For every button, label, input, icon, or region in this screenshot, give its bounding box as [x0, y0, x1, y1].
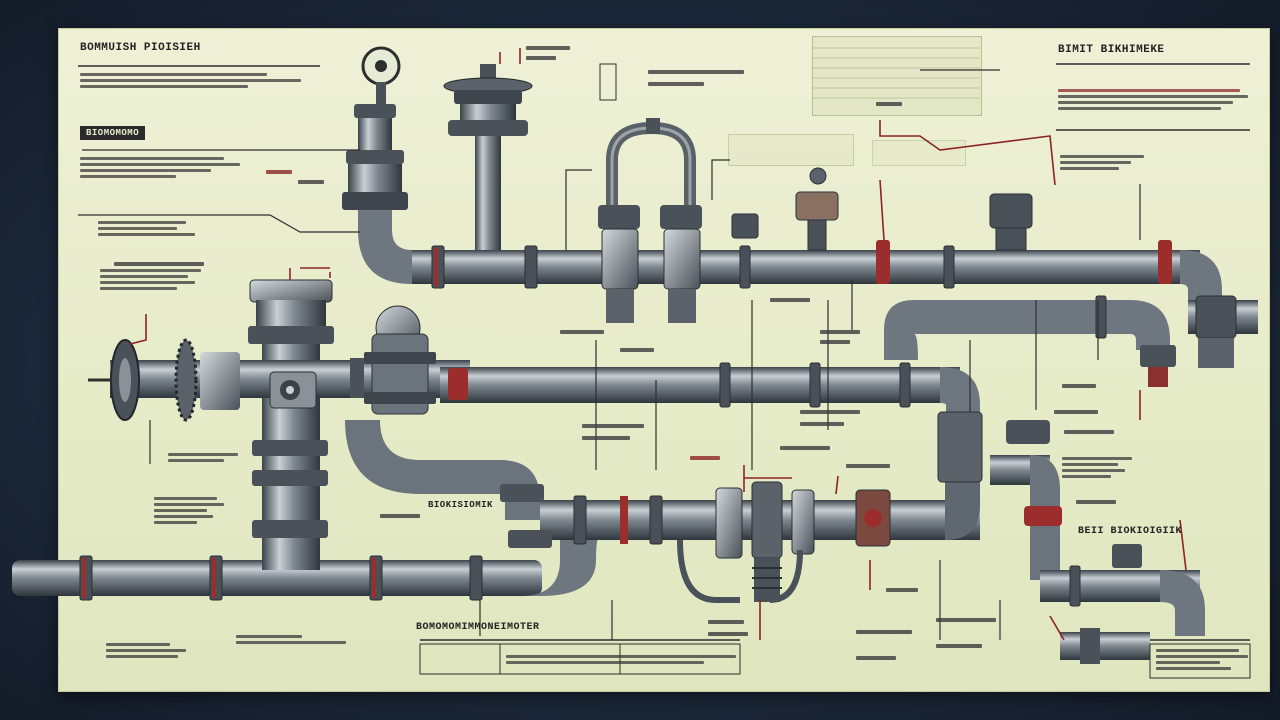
- bottom-center-title: BOMOMOMIMMONEIMOTER: [416, 622, 540, 633]
- callout-tag: [648, 82, 704, 86]
- pump-icon: [677, 481, 891, 603]
- callout-tag: [620, 348, 654, 352]
- red-flange-accents: [82, 240, 1172, 598]
- pipe-mid-long: [440, 367, 960, 403]
- spec-text-block: [98, 218, 208, 239]
- callout-tag: [820, 340, 850, 344]
- callout-tag: [298, 180, 324, 184]
- spec-text-block: [106, 640, 186, 661]
- pipe-elbow: [1160, 570, 1205, 636]
- pipe-s-bend: [345, 420, 540, 520]
- spec-text-block: [168, 450, 238, 465]
- callout-tag: [114, 262, 204, 266]
- control-valve-icon: [598, 205, 702, 323]
- callout-tag: [886, 588, 918, 592]
- callout-tag: [1064, 430, 1114, 434]
- callout-tag: [1062, 384, 1096, 388]
- callout-tag: [800, 422, 844, 426]
- callout-tag: [648, 70, 744, 74]
- callout-tag: [876, 102, 902, 106]
- callout-tag: [526, 46, 570, 50]
- callout-tag: [380, 514, 420, 518]
- callout-tag: [770, 298, 810, 302]
- spec-text-block: [506, 652, 736, 667]
- spec-text-block: [236, 632, 346, 647]
- callout-tag: [800, 410, 860, 414]
- callout-tag: [708, 632, 748, 636]
- callout-tag: [582, 424, 644, 428]
- spec-text-block: [80, 70, 320, 91]
- spec-text-block: [80, 154, 240, 181]
- faded-panel: [728, 134, 854, 166]
- spec-text-block: [1156, 646, 1248, 673]
- callout-tag: [936, 644, 982, 648]
- callout-tag: [708, 620, 744, 624]
- spec-text-block: [1062, 454, 1132, 481]
- right-mid-label: BEII BIOKIOIGIIK: [1078, 526, 1183, 537]
- pipe-top-main: [410, 250, 1200, 284]
- dark-leader-lines: [78, 69, 1141, 640]
- callout-tag: [780, 446, 830, 450]
- spec-text-block: [1060, 152, 1144, 173]
- pressure-gauge-icon: [342, 46, 408, 210]
- leader-lines: [129, 48, 1187, 641]
- callout-tag: [856, 656, 896, 660]
- pipe-upper-right: [884, 300, 1170, 360]
- callout-tag: [820, 330, 860, 334]
- callout-tag: [936, 618, 996, 622]
- lower-mid-label: BIOKISIOMIK: [428, 500, 493, 510]
- pipe-bottom-main: [12, 560, 542, 596]
- callout-tag: [1054, 410, 1098, 414]
- top-right-title: BIMIT BIKHIMEKE: [1058, 44, 1165, 56]
- faded-panel: [872, 140, 966, 166]
- spec-text-block: [1058, 86, 1248, 113]
- sheet-title: BOMMUISH PIOISIEH: [80, 42, 201, 54]
- control-valve-icon: [350, 305, 436, 415]
- callout-tag: [560, 330, 604, 334]
- callout-tag: [526, 56, 556, 60]
- callout-tag: [266, 170, 292, 174]
- handwheel-icon: [88, 338, 240, 422]
- spec-text-block: [154, 494, 224, 527]
- section-label: BIOMOMOMO: [80, 126, 146, 140]
- callout-tag: [690, 456, 720, 460]
- pipe-elbow: [1180, 250, 1222, 300]
- spec-text-block: [100, 266, 210, 293]
- callout-tag: [582, 436, 630, 440]
- gate-valve-icon: [248, 279, 334, 538]
- callout-tag: [856, 630, 912, 634]
- callout-tag: [1076, 500, 1116, 504]
- callout-tag: [846, 464, 890, 468]
- gate-valve-icon: [443, 64, 533, 136]
